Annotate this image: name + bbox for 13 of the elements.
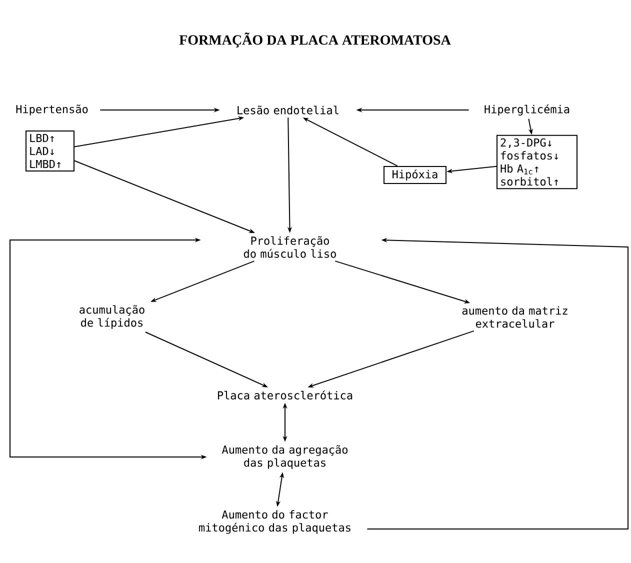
process-text: acumulação de lípidos — [80, 305, 144, 329]
process-text: Proliferação do músculo liso — [244, 236, 336, 258]
factor-box: 2,3-DPG↓ fosfatos↓ Hb A$_{1c}$↑ sorbitol↑ — [496, 134, 578, 190]
process-text: aumento da matriz extracelular — [462, 306, 568, 328]
title: FORMAÇÃO DA PLACA ATEROMATOSA — [179, 32, 451, 48]
process-text: Placa aterosclerótica — [218, 390, 352, 400]
cause-text: Hiperglicémia — [484, 104, 570, 116]
process-text: Aumento da agregação das plaquetas — [222, 445, 348, 469]
factor-box: LBD↑ LAD↓ LMBD↑ — [26, 130, 74, 172]
process-text: Aumento do factor mitogénico das plaquetas — [199, 510, 350, 534]
cause-text: Hipertensão — [16, 104, 88, 116]
process-box: Hipóxia — [384, 166, 446, 184]
process-text: Lesão endotelial — [238, 106, 338, 114]
